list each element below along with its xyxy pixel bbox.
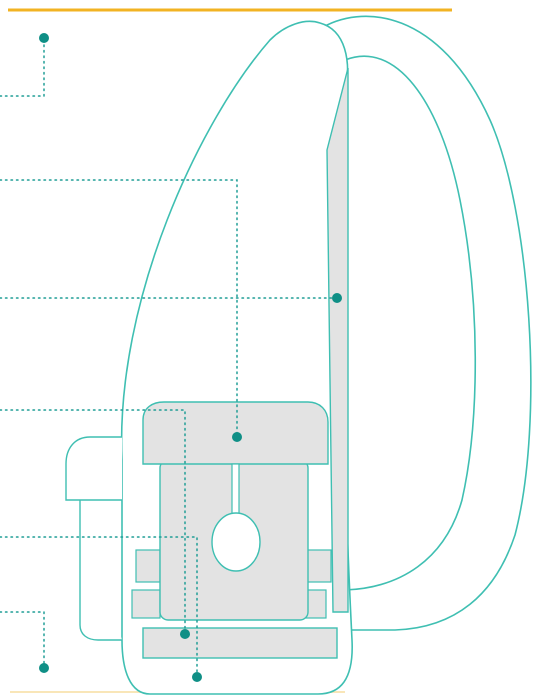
callout-dot-6 [39,663,49,673]
callout-dot-4 [180,629,190,639]
filter-opening [212,513,260,571]
leader-line-6 [0,612,44,668]
side-tab-left-upper [136,550,160,582]
side-post [80,500,122,640]
side-tab-right-lower [306,590,326,618]
side-tab-left-lower [132,590,160,618]
base-plate [143,628,337,658]
callout-dot-3 [332,293,342,303]
leader-line-1 [0,38,44,96]
side-knob [66,437,122,500]
callout-dot-2 [232,432,242,442]
filter-stem [232,464,239,516]
callout-dot-5 [192,672,202,682]
callout-dot-1 [39,33,49,43]
rear-outer-shell [318,16,531,630]
side-tab-right-upper [306,550,331,582]
